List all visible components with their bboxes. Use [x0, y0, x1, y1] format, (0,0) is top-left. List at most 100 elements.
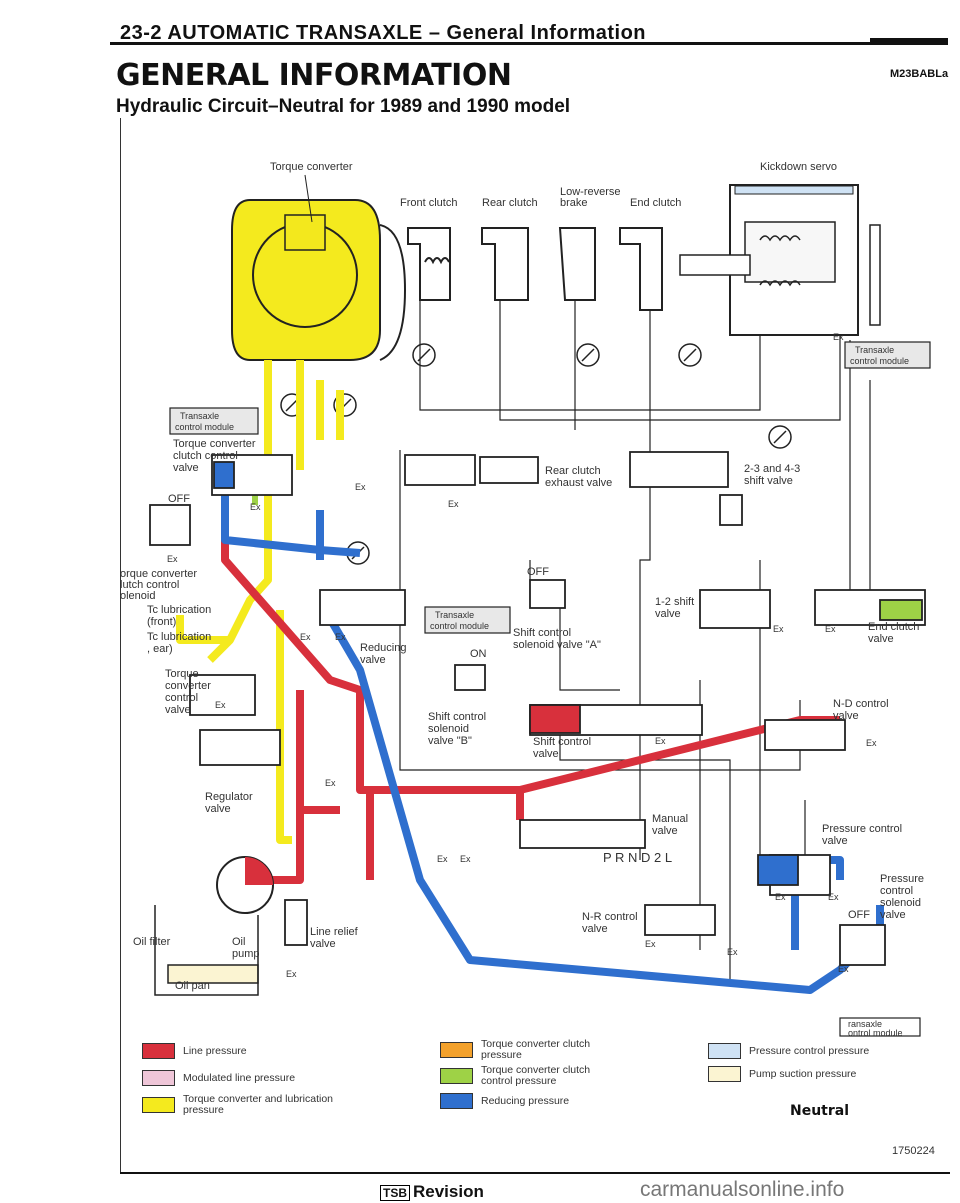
exhaust-label: Ex — [335, 632, 346, 642]
legend-swatch — [440, 1093, 473, 1109]
label-tcc-valve: Torque converter — [173, 438, 256, 450]
label-on-b: ON — [470, 648, 487, 660]
label-manual-valve: Manual — [652, 813, 688, 825]
legend-tcc-pressure: Torque converter clutch pressure — [440, 1039, 591, 1061]
label-pressure-control-valve: valve — [822, 835, 848, 847]
exhaust-label: Ex — [727, 947, 738, 957]
label-rear-exhaust: Rear clutch — [545, 465, 601, 477]
label-nr-control: valve — [582, 923, 608, 935]
exhaust-label: Ex — [460, 854, 471, 864]
exhaust-label: Ex — [773, 624, 784, 634]
tcm-label: ransaxle — [848, 1019, 882, 1029]
label-shift-control: Shift control — [533, 736, 591, 748]
tsb-text: Revision — [413, 1182, 484, 1201]
label-oil-pump: pump — [232, 948, 260, 960]
legend-swatch — [440, 1068, 473, 1084]
label-rear-clutch: Rear clutch — [482, 197, 538, 209]
tcm-label: control module — [175, 422, 234, 432]
label-tcc-solenoid: olenoid — [120, 590, 155, 602]
legend-text: Line pressure — [183, 1044, 247, 1057]
label-tc-lub-rear: , ear) — [147, 643, 173, 655]
page-title: GENERAL INFORMATION — [116, 58, 512, 93]
exhaust-label: Ex — [250, 502, 261, 512]
label-off-pcs: OFF — [848, 909, 870, 921]
label-shift-control: valve — [533, 748, 559, 760]
label-solenoid-b: Shift control — [428, 711, 486, 723]
legend-tc-lubrication-pressure: Torque converter and lubrication pressur… — [142, 1094, 353, 1116]
tsb-box: TSB — [380, 1185, 410, 1201]
label-rear-exhaust: exhaust valve — [545, 477, 612, 489]
label-nd-control: valve — [833, 710, 859, 722]
label-tcc-solenoid: orque converter — [120, 568, 197, 580]
footer-rule — [120, 1172, 950, 1174]
label-12-shift: 1-2 shift — [655, 596, 694, 608]
label-tc-lub-rear: Tc lubrication — [147, 631, 211, 643]
legend-swatch — [142, 1043, 175, 1059]
kickdown-servo — [679, 184, 881, 336]
label-tc-lub-front: (front) — [147, 616, 176, 628]
label-oil-filter: Oil filter — [133, 936, 171, 948]
clutch-pistons — [407, 227, 663, 311]
label-prnd2l: P R N D 2 L — [603, 850, 672, 865]
label-23-shift: shift valve — [744, 475, 793, 487]
legend-swatch — [708, 1066, 741, 1082]
header-rule — [110, 42, 948, 45]
label-pressure-solenoid: solenoid — [880, 897, 921, 909]
exhaust-label: Ex — [300, 632, 311, 642]
header-rule-accent — [870, 38, 948, 43]
tcm-label: Transaxle — [855, 345, 894, 355]
exhaust-label: Ex — [838, 964, 849, 974]
diagram-subtitle: Hydraulic Circuit–Neutral for 1989 and 1… — [116, 96, 571, 117]
exhaust-label: Ex — [833, 332, 844, 342]
legend-text: Torque converter clutch pressure — [481, 1038, 591, 1061]
label-solenoid-a: solenoid valve "A" — [513, 639, 601, 651]
line-pressure-passages — [221, 500, 840, 884]
legend-swatch — [440, 1042, 473, 1058]
label-tcc-valve: valve — [173, 462, 199, 474]
label-oil-pump: Oil — [232, 936, 245, 948]
label-torque-converter: Torque converter — [270, 161, 353, 173]
label-line-relief: valve — [310, 938, 336, 950]
legend-swatch — [708, 1043, 741, 1059]
mode-label: Neutral — [790, 1103, 850, 1119]
label-regulator: Regulator — [205, 791, 253, 803]
label-front-clutch: Front clutch — [400, 197, 457, 209]
torque-converter — [231, 174, 407, 361]
torque-converter-passages — [176, 360, 344, 844]
tcm-label: control module — [430, 621, 489, 631]
legend-text: Pump suction pressure — [749, 1067, 857, 1080]
label-pressure-solenoid: control — [880, 885, 913, 897]
exhaust-label: Ex — [437, 854, 448, 864]
label-tc-lub-front: Tc lubrication — [147, 604, 211, 616]
page-header: 23-2 AUTOMATIC TRANSAXLE – General Infor… — [120, 22, 647, 44]
label-23-shift: 2-3 and 4-3 — [744, 463, 800, 475]
label-solenoid-b: solenoid — [428, 723, 469, 735]
exhaust-label: Ex — [866, 738, 877, 748]
exhaust-label: Ex — [286, 969, 297, 979]
label-pressure-solenoid: valve — [880, 909, 906, 921]
label-end-clutch: End clutch — [630, 197, 681, 209]
exhaust-label: Ex — [825, 624, 836, 634]
label-reducing-valve: Reducing — [360, 642, 406, 654]
label-off-a: OFF — [527, 566, 549, 578]
legend-pressure-control-pressure: Pressure control pressure — [708, 1043, 919, 1059]
label-low-reverse: Low-reverse — [560, 186, 621, 198]
watermark: carmanualsonline.info — [640, 1178, 845, 1201]
legend-pump-suction-pressure: Pump suction pressure — [708, 1066, 919, 1082]
label-tcc-solenoid: lutch control — [120, 579, 179, 591]
legend-text: Torque converter and lubrication pressur… — [183, 1093, 334, 1116]
legend-line-pressure: Line pressure — [142, 1043, 353, 1059]
tcm-label: Transaxle — [435, 610, 474, 620]
label-kickdown-servo: Kickdown servo — [760, 161, 837, 173]
legend-reducing-pressure: Reducing pressure — [440, 1093, 651, 1109]
tcm-labels: Transaxle control module Transaxle contr… — [175, 345, 909, 1038]
tcm-label: Transaxle — [180, 411, 219, 421]
figure-number: 1750224 — [892, 1145, 935, 1157]
label-line-relief: Line relief — [310, 926, 359, 938]
label-tc-control: valve — [165, 704, 191, 716]
label-off: OFF — [168, 493, 190, 505]
label-tc-control: control — [165, 692, 198, 704]
exhaust-label: Ex — [215, 700, 226, 710]
